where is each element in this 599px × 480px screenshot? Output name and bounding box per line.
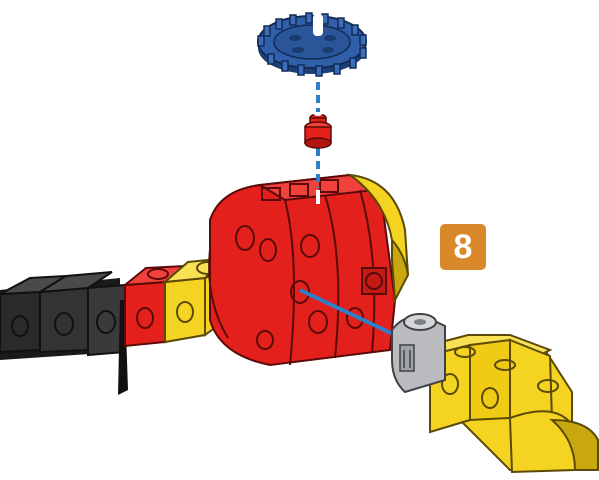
red-motor-block-icon [209, 175, 395, 365]
yellow-arm-right-icon [430, 335, 598, 472]
step-number-badge: 8 [440, 224, 486, 270]
black-beam-icon [0, 272, 128, 395]
gear-icon [258, 13, 366, 76]
hinge-connector-icon [392, 314, 445, 392]
axle-pin-icon [305, 112, 331, 148]
